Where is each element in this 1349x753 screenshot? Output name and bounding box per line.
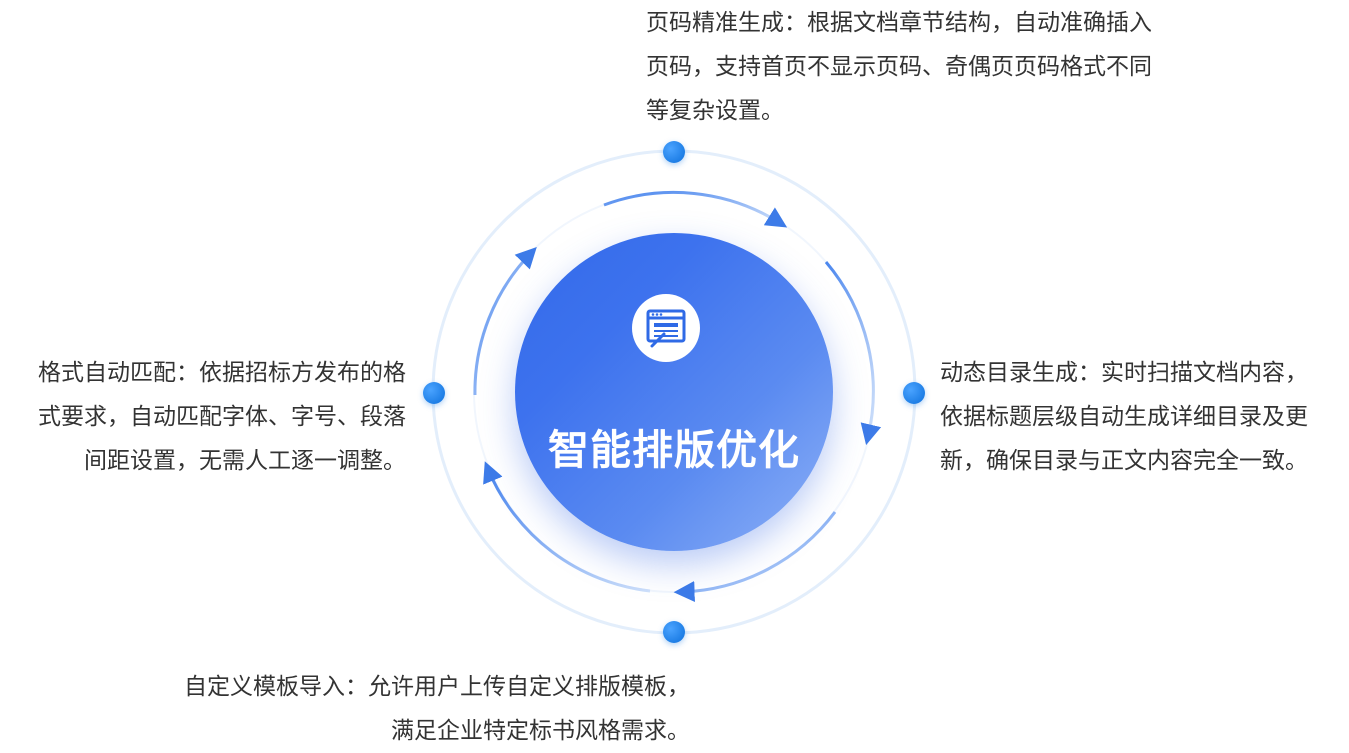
feature-line: 新，确保目录与正文内容完全一致。 <box>940 447 1308 473</box>
node-dot-left <box>423 382 445 404</box>
node-dot-bottom <box>663 621 685 643</box>
center-title: 智能排版优化 <box>548 427 800 473</box>
feature-line: 依据标题层级自动生成详细目录及更 <box>940 403 1308 429</box>
feature-line: 自定义模板导入：允许用户上传自定义排版模板， <box>184 673 690 699</box>
feature-custom-template: 自定义模板导入：允许用户上传自定义排版模板， 满足企业特定标书风格需求。 <box>160 664 690 752</box>
arc-left-upper <box>473 246 537 396</box>
arc-bottom-left <box>673 511 837 603</box>
feature-line: 格式自动匹配：依据招标方发布的格 <box>38 359 406 385</box>
document-layout-icon <box>632 294 700 362</box>
feature-line: 等复杂设置。 <box>646 97 784 123</box>
feature-line: 满足企业特定标书风格需求。 <box>391 717 690 743</box>
feature-line: 式要求，自动匹配字体、字号、段落 <box>38 403 406 429</box>
feature-format-matching: 格式自动匹配：依据招标方发布的格 式要求，自动匹配字体、字号、段落 间距设置，无… <box>14 350 406 482</box>
feature-dynamic-toc: 动态目录生成：实时扫描文档内容， 依据标题层级自动生成详细目录及更 新，确保目录… <box>940 350 1308 482</box>
arc-top-right <box>603 190 788 228</box>
feature-line: 动态目录生成：实时扫描文档内容， <box>940 359 1308 385</box>
arc-left-top <box>483 461 651 593</box>
node-dot-right <box>903 382 925 404</box>
arc-right-bottom <box>824 261 882 446</box>
feature-page-numbering: 页码精准生成：根据文档章节结构，自动准确插入 页码，支持首页不显示页码、奇偶页页… <box>646 0 1152 132</box>
center-disc <box>515 233 833 551</box>
feature-line: 页码，支持首页不显示页码、奇偶页页码格式不同 <box>646 53 1152 79</box>
feature-line: 间距设置，无需人工逐一调整。 <box>84 447 406 473</box>
node-dot-top <box>663 141 685 163</box>
feature-line: 页码精准生成：根据文档章节结构，自动准确插入 <box>646 9 1152 35</box>
